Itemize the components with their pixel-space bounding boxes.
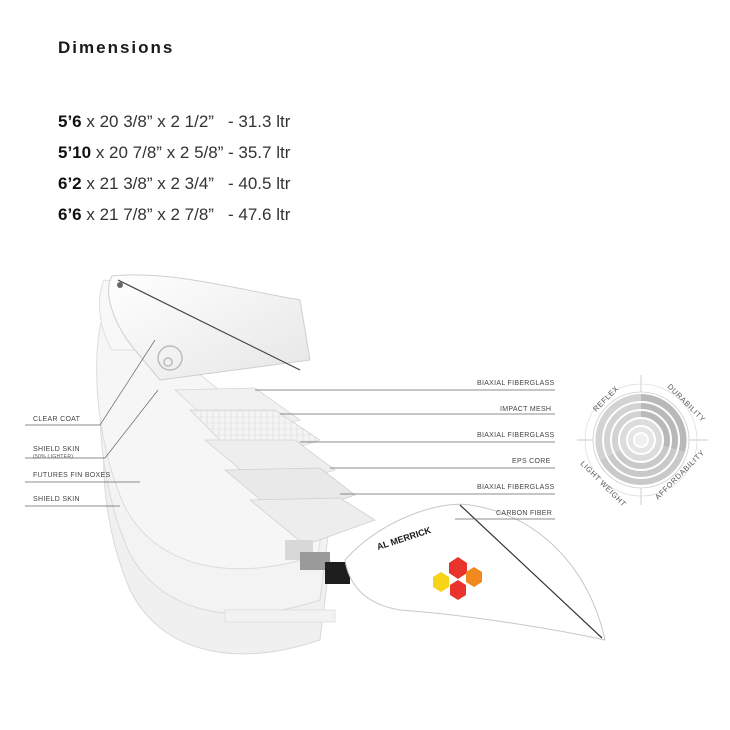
board-layers bbox=[96, 274, 376, 655]
dimension-volume: - 47.6 ltr bbox=[228, 205, 291, 224]
leash-plug-icon bbox=[117, 282, 123, 288]
label-shield-skin-bottom: SHIELD SKIN bbox=[33, 496, 80, 503]
dimension-volume: - 31.3 ltr bbox=[228, 112, 291, 131]
page-title: Dimensions bbox=[58, 38, 175, 57]
sheet-biaxial-3 bbox=[248, 497, 376, 546]
label-biaxial-3: BIAXIAL FIBERGLASS bbox=[477, 484, 555, 491]
tail-logo-icon bbox=[157, 345, 183, 371]
left-leaders bbox=[25, 339, 159, 507]
dimension-spec: x 21 3/8” x 2 3/4” bbox=[81, 174, 214, 193]
dimension-volume: - 35.7 ltr bbox=[228, 143, 291, 162]
bottom-board: AL MERRICK bbox=[344, 503, 606, 641]
label-carbon-fiber: CARBON FIBER bbox=[496, 510, 552, 517]
channel-islands-logo-icon bbox=[433, 557, 482, 600]
dimension-spec: x 21 7/8” x 2 7/8” bbox=[81, 205, 214, 224]
carbon-strip-dark bbox=[325, 562, 350, 584]
dimension-row: 5’10 x 20 7/8” x 2 5/8”- 35.7 ltr bbox=[58, 137, 290, 168]
dimension-length: 6’6 bbox=[58, 205, 82, 224]
bottom-stringer bbox=[459, 504, 603, 639]
dimension-spec: x 20 3/8” x 2 1/2” bbox=[81, 112, 214, 131]
label-futures-fin-boxes: FUTURES FIN BOXES bbox=[33, 472, 110, 479]
label-eps-core: EPS CORE bbox=[512, 458, 551, 465]
dimension-row: 6’6 x 21 7/8” x 2 7/8” - 47.6 ltr bbox=[58, 199, 290, 230]
label-clear-coat: CLEAR COAT bbox=[33, 416, 81, 423]
dimension-row: 5’6 x 20 3/8” x 2 1/2” - 31.3 ltr bbox=[58, 106, 290, 137]
dimension-volume: - 40.5 ltr bbox=[228, 174, 291, 193]
dimension-length: 5’6 bbox=[58, 112, 82, 131]
label-impact-mesh: IMPACT MESH bbox=[500, 406, 551, 413]
stringer-line bbox=[117, 279, 301, 371]
dimension-length: 6’2 bbox=[58, 174, 82, 193]
label-shield-skin-note: (50% LIGHTER) bbox=[33, 454, 73, 460]
carbon-strip-mid bbox=[300, 552, 330, 570]
dimensions-list: 5’6 x 20 3/8” x 2 1/2” - 31.3 ltr 5’10 x … bbox=[58, 106, 290, 230]
right-leaders bbox=[255, 389, 555, 520]
performance-radar bbox=[577, 375, 708, 505]
label-biaxial-2: BIAXIAL FIBERGLASS bbox=[477, 432, 555, 439]
label-shield-skin: SHIELD SKIN bbox=[33, 446, 80, 453]
dimension-row: 6’2 x 21 3/8” x 2 3/4” - 40.5 ltr bbox=[58, 168, 290, 199]
dimension-spec: x 20 7/8” x 2 5/8” bbox=[91, 143, 224, 162]
fin-box-bar bbox=[224, 609, 336, 623]
dimension-length: 5’10 bbox=[58, 143, 92, 162]
label-biaxial-1: BIAXIAL FIBERGLASS bbox=[477, 380, 555, 387]
